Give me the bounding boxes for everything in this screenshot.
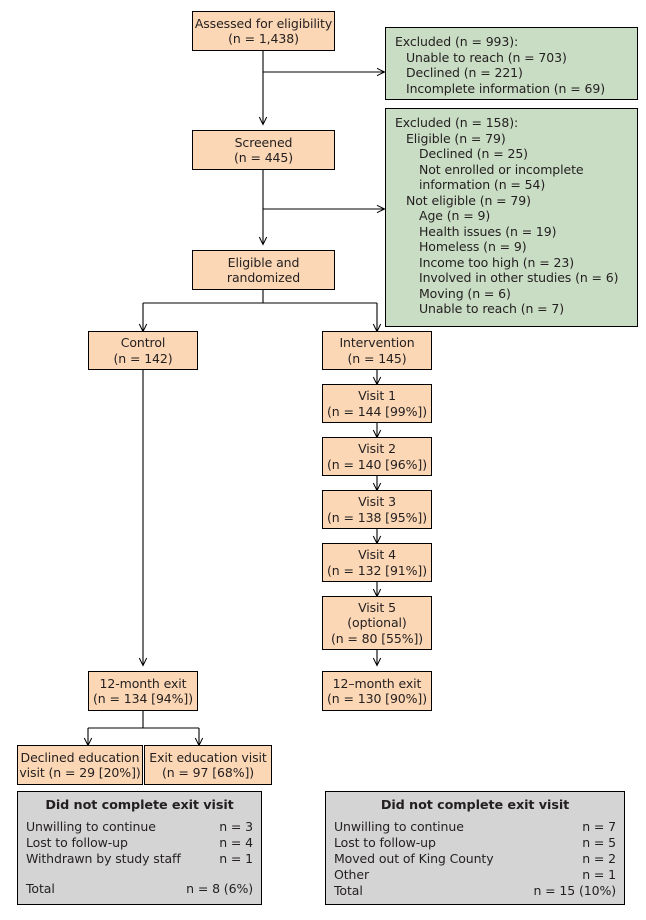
- excluded-line: Moving (n = 6): [419, 285, 511, 301]
- summary-total-label: Total: [26, 880, 55, 896]
- node-line: Visit 3: [358, 494, 396, 509]
- node-visit-2: Visit 2 (n = 140 [96%]): [322, 437, 432, 476]
- node-line: Visit 4: [358, 547, 396, 562]
- summary-total-row: Total n = 8 (6%): [26, 881, 253, 897]
- node-line: Control: [120, 335, 166, 350]
- node-line: Exit education visit: [149, 749, 267, 765]
- summary-total-row: Total n = 15 (10%): [334, 883, 616, 899]
- excluded-line: Incomplete information (n = 69): [406, 80, 605, 96]
- node-line: randomized: [226, 270, 301, 285]
- excluded-line: Age (n = 9): [419, 208, 491, 223]
- node-control: Control (n = 142): [88, 331, 198, 370]
- node-line: Screened: [234, 134, 293, 150]
- node-line: (n = 1,438): [228, 31, 299, 46]
- node-visit-1: Visit 1 (n = 144 [99%]): [322, 384, 432, 423]
- node-line: (n = 140 [96%]): [327, 456, 427, 472]
- summary-row-label: Unwilling to continue: [334, 818, 464, 834]
- excluded-line: Declined (n = 25): [419, 146, 528, 161]
- node-exit-education-visit: Exit education visit (n = 97 [68%]): [144, 745, 272, 785]
- node-line: Assessed for eligibility: [194, 15, 333, 31]
- node-line: (n = 445): [233, 150, 294, 165]
- node-assessed-for-eligibility: Assessed for eligibility (n = 1,438): [192, 11, 335, 51]
- node-excluded-screening: Excluded (n = 993): Unable to reach (n =…: [385, 27, 638, 100]
- node-visit-4: Visit 4 (n = 132 [91%]): [322, 543, 432, 582]
- node-line: 12-month exit: [99, 675, 187, 691]
- node-line: Visit 1: [358, 388, 396, 403]
- summary-row: Unwilling to continue n = 7: [334, 819, 616, 835]
- excluded-line: Involved in other studies (n = 6): [419, 270, 619, 285]
- excluded-line: Not enrolled or incomplete: [419, 161, 584, 177]
- excluded-line: Unable to reach (n = 7): [419, 301, 565, 316]
- node-line: (n = 132 [91%]): [327, 562, 427, 578]
- node-line: (optional): [347, 615, 407, 631]
- summary-row-value: n = 2: [582, 850, 616, 866]
- summary-spacer: [26, 867, 253, 881]
- node-intervention: Intervention (n = 145): [322, 331, 432, 370]
- summary-row-label: Lost to follow-up: [26, 834, 128, 850]
- summary-total-value: n = 15 (10%): [533, 882, 616, 898]
- excluded-line: information (n = 54): [419, 177, 546, 192]
- node-exit-control: 12-month exit (n = 134 [94%]): [88, 671, 198, 711]
- node-line: Visit 2: [358, 441, 396, 456]
- summary-box-control: Did not complete exit visit Unwilling to…: [17, 791, 262, 905]
- summary-row-label: Lost to follow-up: [334, 834, 436, 850]
- excluded-line: Excluded (n = 158):: [395, 115, 519, 130]
- node-eligible-and-randomized: Eligible and randomized: [192, 250, 335, 290]
- summary-row-label: Unwilling to continue: [26, 818, 156, 834]
- node-line: (n = 134 [94%]): [93, 691, 193, 706]
- node-line: visit (n = 29 [20%]): [19, 765, 141, 780]
- excluded-line: Excluded (n = 993):: [395, 34, 519, 49]
- excluded-line: Not eligible (n = 79): [406, 192, 531, 208]
- summary-row-value: n = 5: [582, 834, 616, 850]
- summary-header: Did not complete exit visit: [380, 798, 570, 813]
- summary-header: Did not complete exit visit: [45, 798, 234, 813]
- node-line: Eligible and: [227, 254, 300, 270]
- summary-row: Moved out of King County n = 2: [334, 851, 616, 867]
- node-screened: Screened (n = 445): [192, 130, 335, 170]
- node-declined-education-visit: Declined education visit (n = 29 [20%]): [17, 745, 143, 785]
- summary-total-label: Total: [334, 882, 363, 898]
- summary-box-intervention: Did not complete exit visit Unwilling to…: [325, 791, 625, 905]
- node-line: Declined education: [20, 749, 140, 765]
- node-line: Intervention: [339, 335, 415, 350]
- node-line: 12–month exit: [332, 675, 422, 691]
- excluded-line: Income too high (n = 23): [419, 254, 574, 270]
- summary-row-value: n = 4: [219, 834, 253, 850]
- excluded-line: Health issues (n = 19): [419, 223, 557, 239]
- node-excluded-randomization: Excluded (n = 158): Eligible (n = 79) De…: [385, 108, 638, 327]
- summary-row-value: n = 1: [582, 866, 616, 882]
- summary-row: Other n = 1: [334, 867, 616, 883]
- node-visit-3: Visit 3 (n = 138 [95%]): [322, 490, 432, 529]
- summary-row-value: n = 3: [219, 818, 253, 834]
- node-exit-intervention: 12–month exit (n = 130 [90%]): [322, 671, 432, 711]
- node-visit-5: Visit 5 (optional) (n = 80 [55%]): [322, 596, 432, 650]
- summary-row-value: n = 7: [582, 818, 616, 834]
- summary-row: Lost to follow-up n = 5: [334, 835, 616, 851]
- summary-row: Lost to follow-up n = 4: [26, 835, 253, 851]
- node-line: (n = 97 [68%]): [161, 765, 255, 780]
- summary-row-label: Other: [334, 866, 369, 882]
- node-line: (n = 130 [90%]): [327, 691, 427, 706]
- summary-row-label: Moved out of King County: [334, 850, 494, 866]
- summary-total-value: n = 8 (6%): [186, 880, 253, 896]
- summary-row-label: Withdrawn by study staff: [26, 850, 181, 866]
- summary-row-value: n = 1: [219, 850, 253, 866]
- node-line: Visit 5: [358, 599, 396, 615]
- node-line: (n = 80 [55%]): [330, 630, 424, 646]
- node-line: (n = 142): [113, 350, 173, 366]
- node-line: (n = 145): [347, 350, 407, 366]
- summary-row: Unwilling to continue n = 3: [26, 819, 253, 835]
- node-line: (n = 144 [99%]): [327, 403, 427, 419]
- excluded-line: Eligible (n = 79): [406, 130, 506, 146]
- excluded-line: Homeless (n = 9): [419, 239, 527, 254]
- excluded-line: Unable to reach (n = 703): [406, 49, 567, 65]
- excluded-line: Declined (n = 221): [406, 65, 523, 80]
- summary-row: Withdrawn by study staff n = 1: [26, 851, 253, 867]
- node-line: (n = 138 [95%]): [327, 509, 427, 525]
